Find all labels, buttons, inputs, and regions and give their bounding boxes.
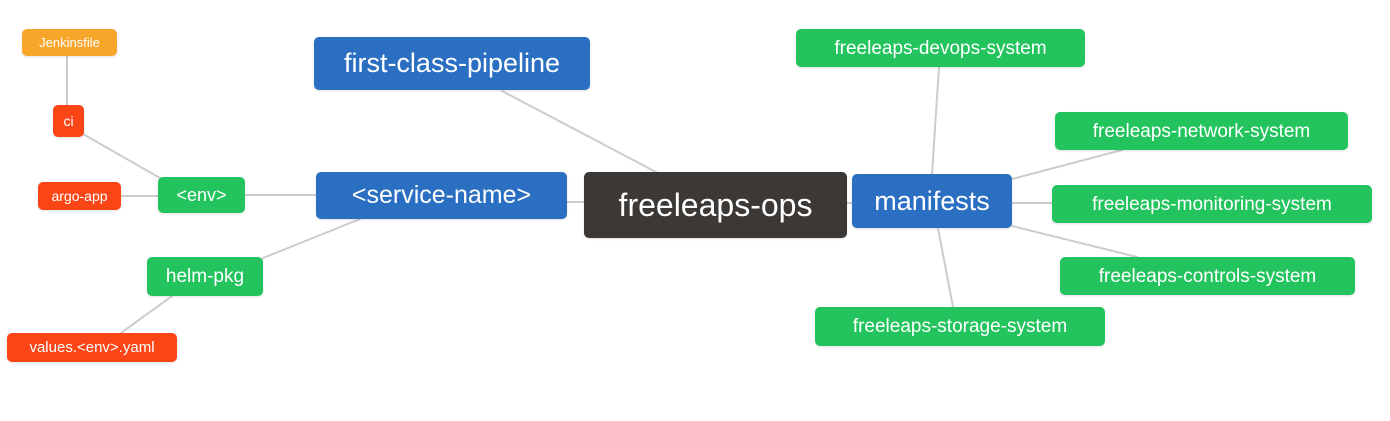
edge-manifests-devops-system <box>931 66 940 175</box>
node-label: freeleaps-devops-system <box>834 37 1047 59</box>
node-label: Jenkinsfile <box>39 35 100 50</box>
node-monitoring-system[interactable]: freeleaps-monitoring-system <box>1052 185 1372 223</box>
node-env[interactable]: <env> <box>158 177 245 213</box>
node-label: argo-app <box>51 188 108 204</box>
node-label: values.<env>.yaml <box>29 339 155 356</box>
node-argo-app[interactable]: argo-app <box>38 182 121 210</box>
node-label: freeleaps-storage-system <box>852 316 1068 337</box>
edge-manifests-storage-system <box>937 227 954 308</box>
node-label: <env> <box>176 185 227 205</box>
node-label: freeleaps-monitoring-system <box>1092 193 1332 215</box>
node-devops-system[interactable]: freeleaps-devops-system <box>796 29 1085 67</box>
node-label: manifests <box>874 185 990 216</box>
node-ci[interactable]: ci <box>53 105 84 137</box>
node-network-system[interactable]: freeleaps-network-system <box>1055 112 1348 150</box>
node-controls-system[interactable]: freeleaps-controls-system <box>1060 257 1355 295</box>
node-freeleaps-ops[interactable]: freeleaps-ops <box>584 172 847 238</box>
node-label: ci <box>63 113 74 129</box>
node-label: <service-name> <box>351 181 532 209</box>
node-label: freeleaps-controls-system <box>1098 265 1317 287</box>
node-manifests[interactable]: manifests <box>852 174 1012 228</box>
node-label: first-class-pipeline <box>343 48 561 78</box>
node-label: freeleaps-network-system <box>1092 120 1311 142</box>
edge-values-env-yaml-helm-pkg <box>120 295 173 334</box>
node-helm-pkg[interactable]: helm-pkg <box>147 257 263 296</box>
edge-manifests-network-system <box>1011 149 1123 180</box>
node-service-name[interactable]: <service-name> <box>316 172 567 219</box>
node-storage-system[interactable]: freeleaps-storage-system <box>815 307 1105 346</box>
node-values-env-yaml[interactable]: values.<env>.yaml <box>7 333 177 362</box>
node-label: helm-pkg <box>165 266 245 287</box>
edge-first-class-pipeline-freeleaps-ops <box>501 90 657 173</box>
node-first-class-pipeline[interactable]: first-class-pipeline <box>314 37 590 90</box>
node-label: freeleaps-ops <box>618 187 813 223</box>
edge-helm-pkg-service-name <box>262 218 361 259</box>
edge-manifests-controls-system <box>1011 225 1138 258</box>
node-jenkinsfile[interactable]: Jenkinsfile <box>22 29 117 56</box>
edge-ci-env <box>82 133 161 179</box>
